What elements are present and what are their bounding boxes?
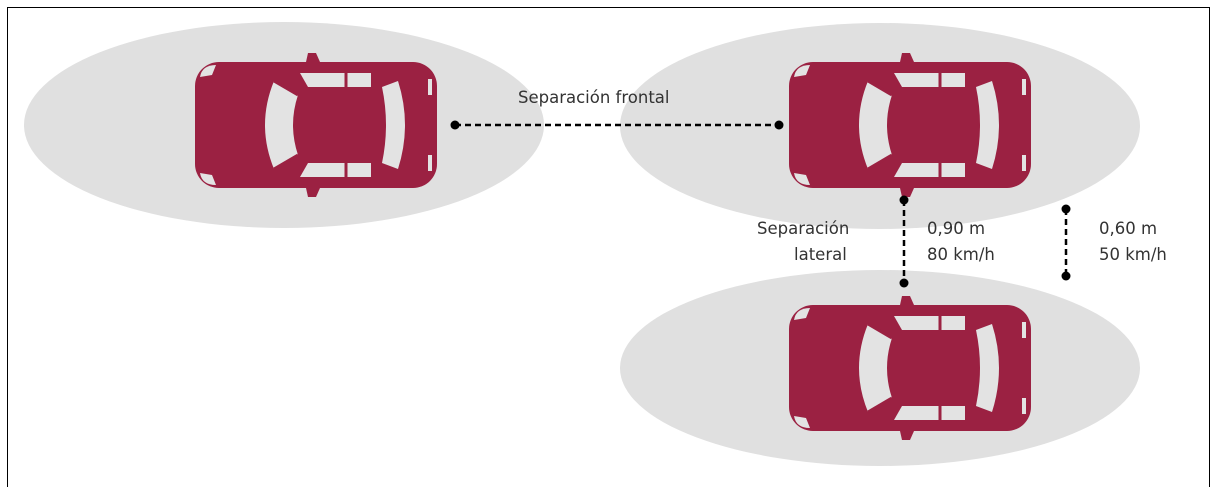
reference-gap-top-dot — [1061, 204, 1071, 214]
spec-a-speed: 80 km/h — [927, 245, 995, 264]
front-gap-start-dot — [450, 120, 460, 130]
car-left — [193, 51, 439, 199]
front-gap-label: Separación frontal — [518, 88, 670, 107]
lateral-gap-label-line2: lateral — [794, 245, 847, 264]
diagram-frame — [7, 7, 1210, 487]
front-gap-end-dot — [774, 120, 784, 130]
spec-b-speed: 50 km/h — [1099, 245, 1167, 264]
spec-b-distance: 0,60 m — [1099, 219, 1158, 238]
lateral-gap-bottom-dot — [899, 278, 909, 288]
lateral-gap-top-dot — [899, 195, 909, 205]
lateral-gap-label-line1: Separación — [757, 219, 850, 238]
reference-gap-bottom-dot — [1061, 271, 1071, 281]
spec-a-distance: 0,90 m — [927, 219, 986, 238]
car-bottom — [787, 294, 1033, 442]
car-right — [787, 51, 1033, 199]
